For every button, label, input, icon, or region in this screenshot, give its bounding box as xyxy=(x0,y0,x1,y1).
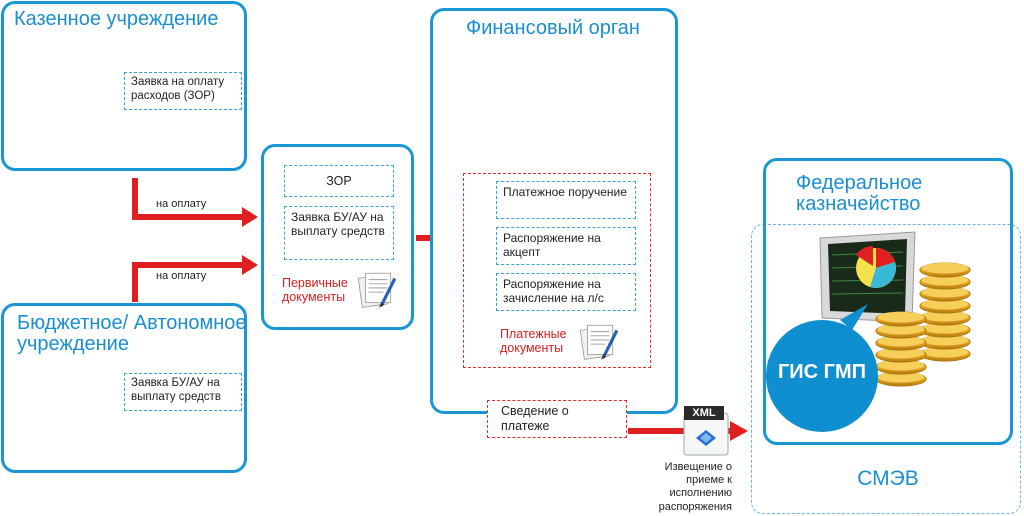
kazennoe-zayavka: Заявка на оплату расходов (ЗОР) xyxy=(124,72,242,110)
arrow-bottom-to-middle xyxy=(132,255,258,302)
xml-file-icon xyxy=(683,406,729,456)
finorgan-title: Финансовый орган xyxy=(466,17,640,39)
arrow-svedenie-to-federal xyxy=(628,421,748,441)
platezhnye-dokumenty-label: Платежные документы xyxy=(500,327,567,356)
smev-label: СМЭВ xyxy=(857,467,919,490)
platezhnoe-poruchenie: Платежное поручение xyxy=(496,181,636,219)
rasporyazhenie-na-akcept: Распоряжение на акцепт xyxy=(496,227,636,265)
federal-box xyxy=(763,158,1013,445)
na-oplatu-bottom-label: на оплату xyxy=(156,270,207,282)
gis-gmp-bubble xyxy=(766,304,878,432)
na-oplatu-top-label: на оплату xyxy=(156,198,207,210)
svedenie-o-platezhe-box xyxy=(487,400,627,438)
gis-gmp-label: ГИС ГМП xyxy=(777,361,867,383)
documents-icon-platezhnye xyxy=(578,320,620,362)
svedenie-o-platezhe-label: Сведение о платеже xyxy=(501,404,569,433)
kazennoe-title: Казенное учреждение xyxy=(14,8,219,30)
monitor-icon xyxy=(819,231,916,323)
rasporyazhenie-na-zachislenie: Распоряжение на зачисление на л/с xyxy=(496,273,636,311)
arrow-top-to-middle xyxy=(132,178,258,227)
pervichnye-dokumenty-label: Первичные документы xyxy=(282,276,348,305)
federal-title: Федеральное казначейство xyxy=(796,172,923,215)
zor-doc: ЗОР xyxy=(284,165,394,197)
budget-zayavka: Заявка БУ/АУ на выплату средств xyxy=(124,373,242,411)
izveshchenie-label: Извещение о приеме к исполнению распоряж… xyxy=(658,461,732,513)
documents-icon-pervichnye xyxy=(356,268,398,310)
xml-badge: XML xyxy=(692,407,716,419)
smev-area xyxy=(751,224,1021,514)
finorgan-docs-area xyxy=(463,173,651,368)
zayavka-bu-doc: Заявка БУ/АУ на выплату средств xyxy=(284,206,394,260)
budget-title: Бюджетное/ Автономное учреждение xyxy=(17,312,247,355)
